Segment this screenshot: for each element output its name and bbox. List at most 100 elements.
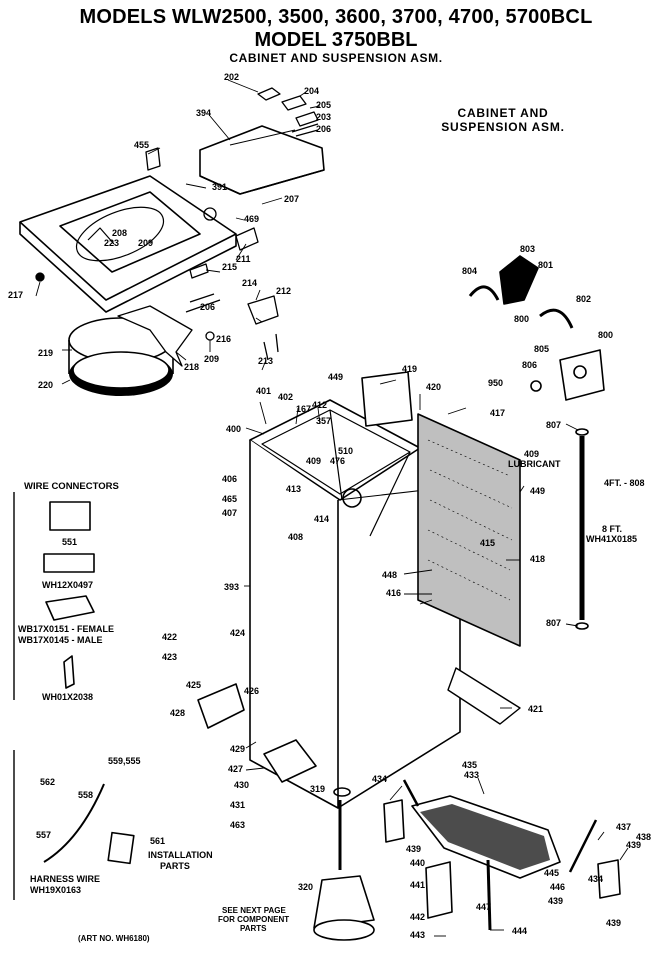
part-number-label: 433 [464, 770, 479, 780]
part-number-label: 803 [520, 244, 535, 254]
bracket-434-left [383, 799, 405, 843]
part-number-label: 430 [234, 780, 249, 790]
part-number-label: 213 [258, 356, 273, 366]
part-number-label: 202 [224, 72, 239, 82]
part-number-label: 319 [310, 784, 325, 794]
part-number-label: 357 [316, 416, 331, 426]
part-number-label: 438 [636, 832, 651, 842]
part-number-label: 416 [386, 588, 401, 598]
part-number-label: 414 [314, 514, 329, 524]
hose-8ft-part: WH41X0185 [586, 534, 638, 544]
part-number-label: 391 [212, 182, 227, 192]
part-number-label: 429 [230, 744, 245, 754]
part-number-label: 209 [204, 354, 219, 364]
part-number-label: 427 [228, 764, 243, 774]
part-number-label: 449 [530, 486, 545, 496]
part-number-label: 446 [550, 882, 565, 892]
part-number-label: 167 [296, 404, 311, 414]
side-panel-part [417, 413, 521, 647]
base-rail-part [447, 667, 521, 725]
harness-label-557: 557 [36, 830, 52, 840]
part-number-label: 206 [316, 124, 331, 134]
part-number-label: 804 [462, 266, 477, 276]
part-number-label: 421 [528, 704, 543, 714]
part-number-label: 510 [338, 446, 353, 456]
part-number-label: 447 [476, 902, 491, 912]
part-number-label: 439 [406, 844, 421, 854]
part-number-label: 219 [38, 348, 53, 358]
diagram-title: MODELS WLW2500, 3500, 3600, 3700, 4700, … [79, 6, 593, 28]
part-number-label: 476 [330, 456, 345, 466]
connector-label-female: WB17X0151 - FEMALE [18, 624, 115, 634]
part-number-label: 400 [226, 424, 241, 434]
installation-parts-label: INSTALLATION [148, 850, 213, 860]
part-number-label: 440 [410, 858, 425, 868]
part-number-label: 418 [530, 554, 545, 564]
water-valve-assembly [468, 255, 605, 401]
harness-wire-part: WH19X0163 [30, 885, 82, 895]
valve-bracket-part [361, 371, 413, 427]
art-number: (ART NO. WH6180) [78, 934, 150, 943]
fill-hose-part [575, 428, 589, 630]
top-cover-part [19, 175, 237, 313]
part-number-label: 401 [256, 386, 271, 396]
part-number-label: 419 [402, 364, 417, 374]
part-number-label: 424 [230, 628, 245, 638]
part-number-label: 806 [522, 360, 537, 370]
tub-ring-part [68, 317, 174, 396]
part-number-label: 442 [410, 912, 425, 922]
connector-female-male-pins [45, 595, 95, 621]
part-number-label: 439 [548, 896, 563, 906]
side-label-line2: SUSPENSION ASM. [441, 120, 565, 134]
part-number-label: 220 [38, 380, 53, 390]
part-number-label: 203 [316, 112, 331, 122]
part-number-label: 426 [244, 686, 259, 696]
part-number-label: 417 [490, 408, 505, 418]
part-number-label: 434 [372, 774, 387, 784]
part-number-label: 802 [576, 294, 591, 304]
part-number-label: 443 [410, 930, 425, 940]
connector-wh01-clip [63, 655, 75, 689]
side-label-line1: CABINET AND [457, 106, 549, 120]
part-number-label: 444 [512, 926, 527, 936]
top-fasteners [35, 87, 319, 361]
splash-bracket-part [117, 305, 193, 367]
side-label: CABINET AND SUSPENSION ASM. [428, 106, 578, 134]
part-number-label: 950 [488, 378, 503, 388]
bracket-441 [425, 861, 453, 919]
part-number-label: 463 [230, 820, 245, 830]
part-number-label: 441 [410, 880, 425, 890]
harness-label-558: 558 [78, 790, 94, 800]
connector-label-wh01: WH01X2038 [42, 692, 94, 702]
lid-part [199, 125, 325, 195]
part-number-label: 409 [306, 456, 321, 466]
part-number-label: 420 [426, 382, 441, 392]
part-number-label: 465 [222, 494, 237, 504]
connector-label-wh12: WH12X0497 [42, 580, 94, 590]
part-number-label: 425 [186, 680, 201, 690]
leg-plate-part [197, 683, 245, 729]
harness-wire-label: HARNESS WIRE [30, 874, 101, 884]
part-number-label: 205 [316, 100, 331, 110]
part-number-label: 415 [480, 538, 495, 548]
part-number-label: 394 [196, 108, 211, 118]
part-number-label: 217 [8, 290, 23, 300]
harness-label-562: 562 [40, 777, 56, 787]
part-number-label: 214 [242, 278, 257, 288]
wire-connectors-title: WIRE CONNECTORS [24, 481, 119, 492]
part-number-label: 434 [588, 874, 603, 884]
connector-wh12-block [43, 553, 95, 573]
installation-parts-label-2: PARTS [160, 861, 190, 871]
part-number-label: 413 [286, 484, 301, 494]
suspension-frame-part [402, 779, 598, 931]
part-number-label: 805 [534, 344, 549, 354]
part-number-label: 412 [312, 400, 327, 410]
installation-parts-card [107, 831, 135, 865]
part-number-label: 207 [284, 194, 299, 204]
diagram-subtitle: CABINET AND SUSPENSION ASM. [229, 51, 443, 65]
part-number-label: 406 [222, 474, 237, 484]
part-number-label: 408 [288, 532, 303, 542]
part-number-label: 208 [112, 228, 127, 238]
